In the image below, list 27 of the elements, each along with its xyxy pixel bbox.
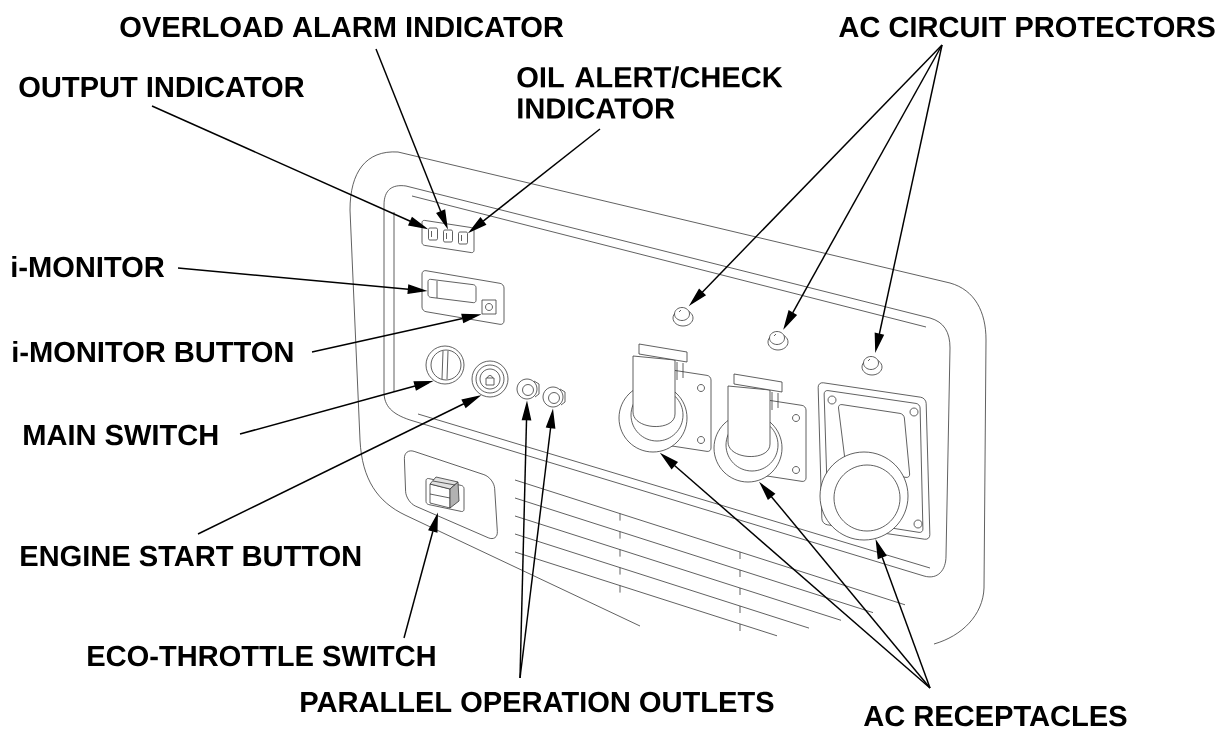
- part-label: i-MONITOR BUTTON: [13, 340, 293, 363]
- push-button: [481, 299, 497, 315]
- circuit-protector: [861, 356, 883, 376]
- part-label: PARALLEL OPERATION OUTLETS: [301, 691, 774, 713]
- part-label: OVERLOAD ALARM INDICATOR: [120, 16, 564, 38]
- part-label: ENGINE START BUTTON: [21, 545, 361, 567]
- part-label: MAIN SWITCH: [24, 424, 218, 446]
- covered-receptacle: [618, 343, 712, 453]
- switch-knob: [425, 345, 465, 385]
- part-label: OIL ALERT/CHECK INDICATOR: [517, 66, 783, 119]
- part-label: ECO-THROTTLE SWITCH: [88, 645, 435, 667]
- indicator-lamp: [458, 231, 468, 245]
- display-window: [427, 278, 477, 304]
- start-button: [471, 360, 509, 398]
- circuit-protector: [672, 307, 694, 327]
- part-label: AC RECEPTACLES: [864, 705, 1127, 727]
- outlet-socket: [516, 378, 540, 400]
- circuit-protector: [767, 331, 789, 351]
- rocker-switch: [425, 476, 465, 512]
- outlet-socket: [542, 386, 566, 408]
- indicator-lamp: [428, 227, 438, 241]
- covered-receptacle: [817, 382, 931, 541]
- part-label: i-MONITOR: [12, 255, 165, 278]
- part-label: AC CIRCUIT PROTECTORS: [839, 16, 1215, 38]
- covered-receptacle: [713, 373, 807, 483]
- part-label: OUTPUT INDICATOR: [19, 76, 305, 98]
- indicator-lamp: [443, 229, 453, 243]
